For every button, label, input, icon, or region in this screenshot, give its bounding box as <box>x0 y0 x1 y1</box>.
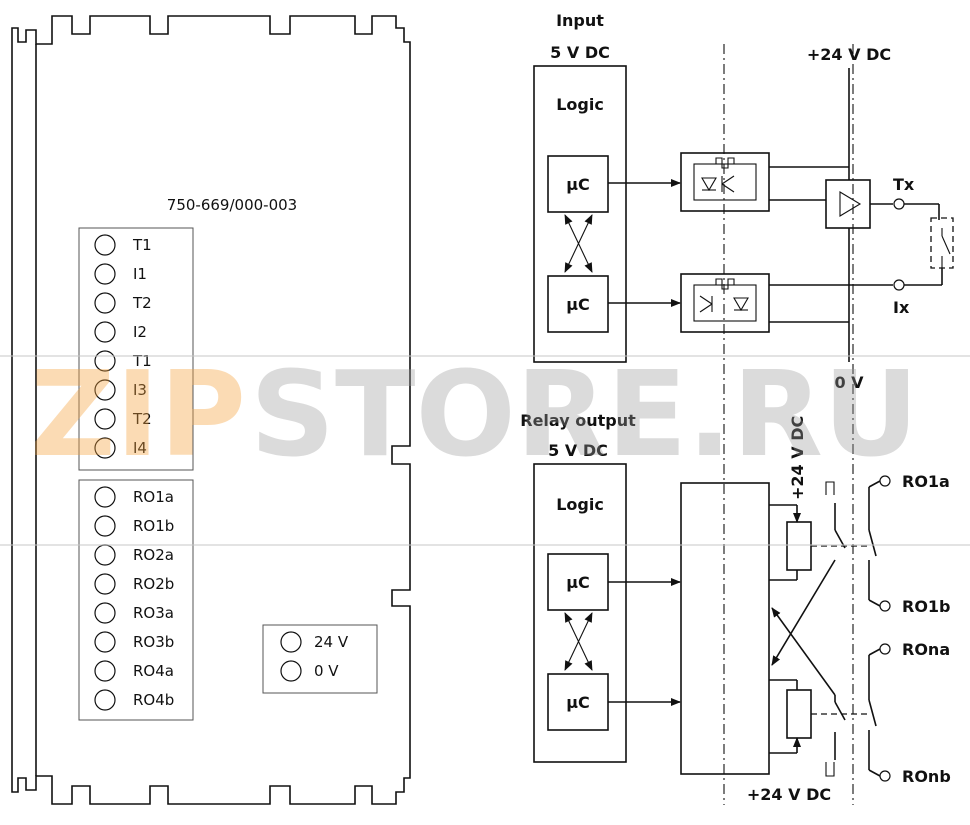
input-uc-top <box>547 155 609 213</box>
ground-label: 0 V <box>834 373 864 392</box>
ronb-label: ROnb <box>902 767 951 786</box>
output-terminals: RO1a RO1b RO2a RO2b RO3a RO3b RO4a RO4b <box>94 486 174 711</box>
terminal-label: T2 <box>132 410 152 428</box>
terminal-label: T2 <box>132 294 152 312</box>
terminal-label: RO3a <box>133 604 174 622</box>
terminal-label: T1 <box>132 236 152 254</box>
rona-label: ROna <box>902 640 950 659</box>
relay-voltage: 5 V DC <box>548 441 608 460</box>
power-terminal-panel <box>262 624 378 694</box>
terminal-label: RO2b <box>133 575 174 593</box>
terminal-label: RO4a <box>133 662 174 680</box>
input-terminal-panel <box>78 227 194 471</box>
input-logic-box <box>533 65 627 363</box>
uc-label: μC <box>566 295 590 314</box>
relay-supply-top: +24 V DC <box>788 416 807 500</box>
optocoupler-tx <box>680 152 770 212</box>
terminal-label: 0 V <box>314 662 339 680</box>
output-driver <box>825 179 871 229</box>
part-number: 750-669/000-003 <box>167 196 297 214</box>
terminal-label: RO4b <box>133 691 174 709</box>
module-housing <box>11 15 411 805</box>
tx-label: Tx <box>893 175 915 194</box>
terminal-label: I2 <box>133 323 147 341</box>
relay-coil-n <box>786 689 812 739</box>
terminal-label: RO3b <box>133 633 174 651</box>
watermark-part1: ZIP <box>30 345 246 483</box>
input-uc-bottom <box>547 275 609 333</box>
relay-logic-box <box>533 463 627 763</box>
power-terminals: 24 V 0 V <box>280 631 349 682</box>
terminal-label: RO1a <box>133 488 174 506</box>
input-supply-label: +24 V DC <box>807 45 891 64</box>
watermark: ZIP STORE.RU <box>0 345 970 546</box>
input-logic-label: Logic <box>556 95 604 114</box>
input-title: Input <box>556 11 604 30</box>
terminal-label: RO1b <box>133 517 174 535</box>
terminal-label: I1 <box>133 265 147 283</box>
ix-label: Ix <box>893 298 910 317</box>
terminal-label: I4 <box>133 439 147 457</box>
terminal-label: RO2a <box>133 546 174 564</box>
uc-label: μC <box>566 175 590 194</box>
uc-label: μC <box>566 573 590 592</box>
relay-driver-box <box>680 482 770 775</box>
terminal-label: 24 V <box>314 633 349 651</box>
uc-label: μC <box>566 693 590 712</box>
terminal-label: I3 <box>133 381 147 399</box>
relay-title: Relay output <box>520 411 636 430</box>
ro1b-label: RO1b <box>902 597 951 616</box>
relay-supply-bottom: +24 V DC <box>747 785 831 804</box>
input-voltage: 5 V DC <box>550 43 610 62</box>
ro1a-label: RO1a <box>902 472 950 491</box>
optocoupler-ix <box>680 273 770 333</box>
output-terminal-panel <box>78 479 194 721</box>
watermark-part2: STORE.RU <box>250 345 919 483</box>
relay-logic-label: Logic <box>556 495 604 514</box>
